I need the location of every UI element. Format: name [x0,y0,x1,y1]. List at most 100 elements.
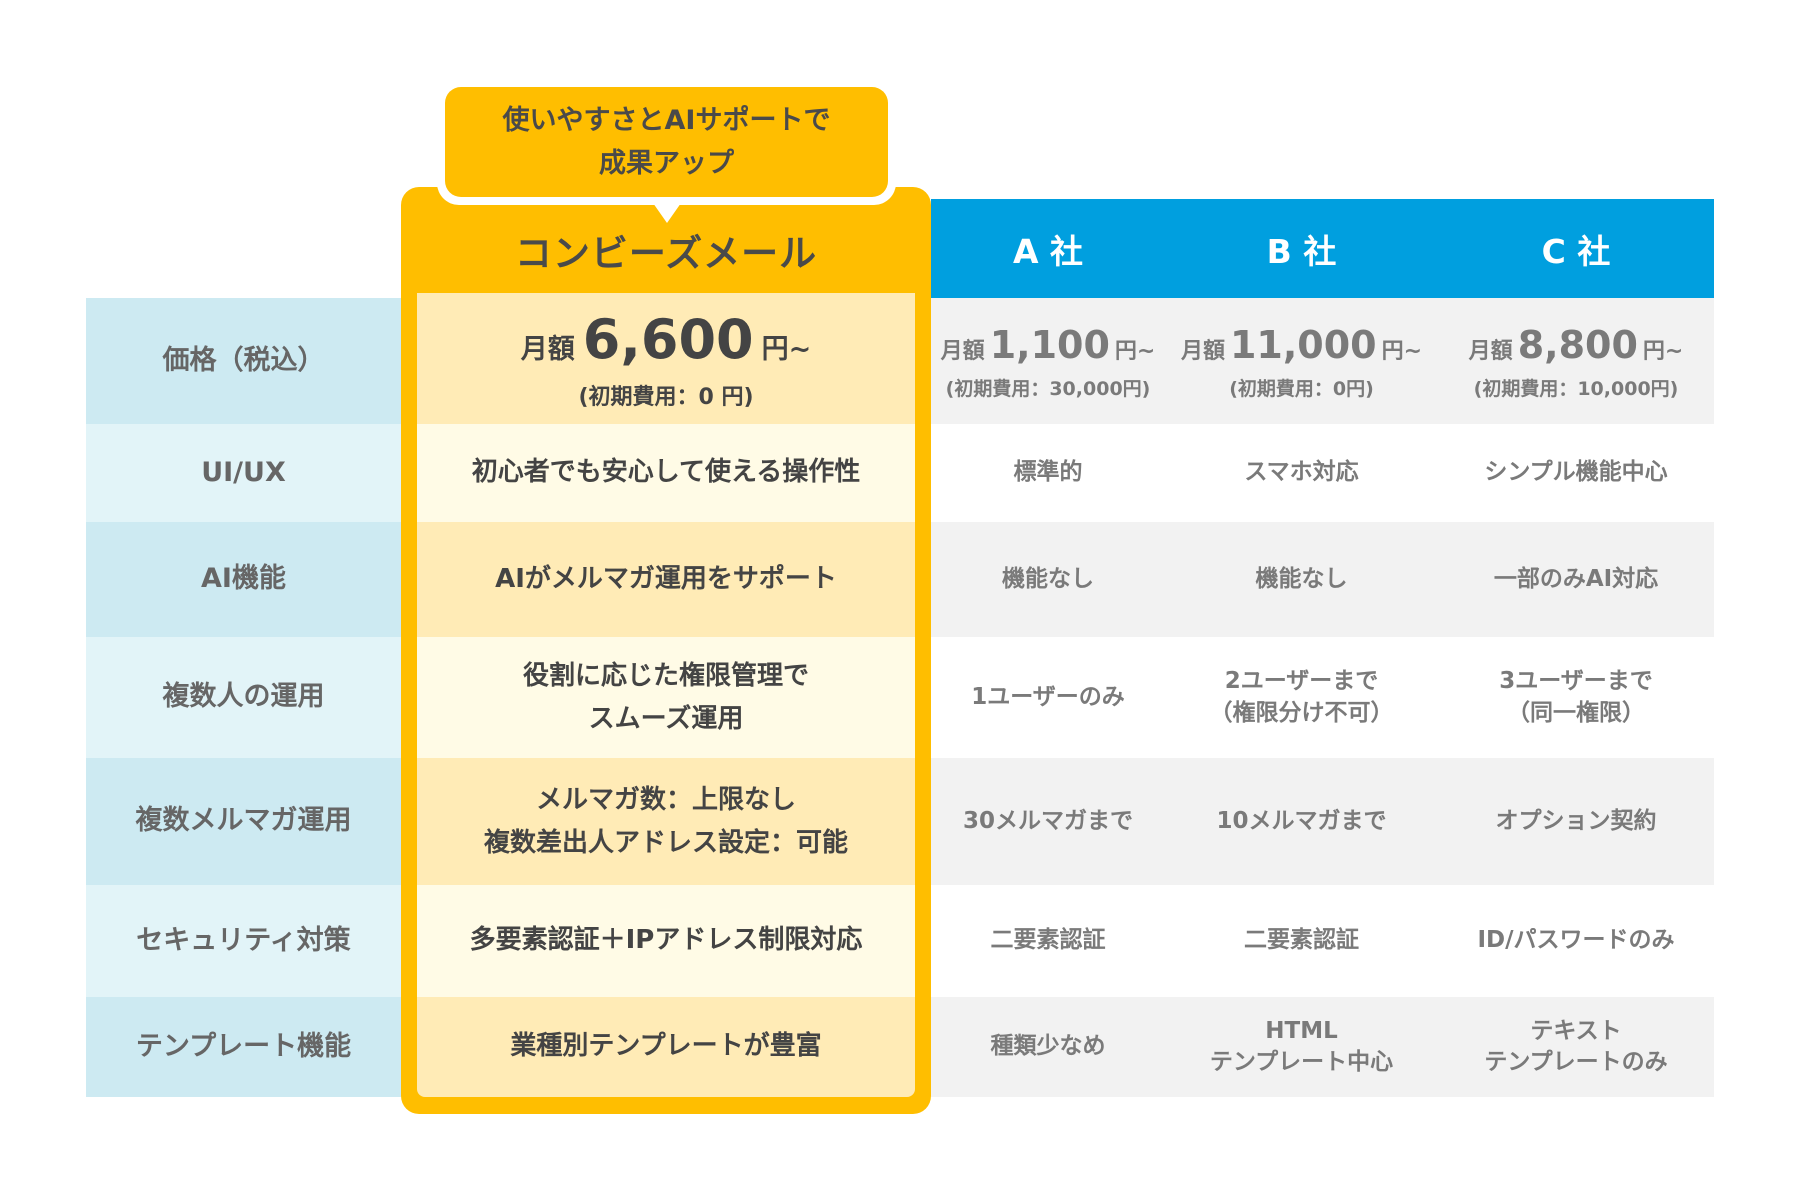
row-label-multi-magazine: 複数メルマガ運用 [86,758,401,885]
cell-text: 2ユーザーまで [1224,668,1379,695]
featured-uiux: 初心者でも安心して使える操作性 [417,424,915,522]
cell-text: スマホ対応 [1244,459,1359,486]
row-label-uiux: UI/UX [86,424,401,522]
price-amount: 1,100 [989,322,1110,367]
initial-fee: (初期費用：30,000円) [945,377,1151,400]
cell-text: ID/パスワードのみ [1477,927,1675,954]
cell-text: AIがメルマガ運用をサポート [495,563,837,594]
cell-text: メルマガ数：上限なし [535,784,796,815]
initial-fee: (初期費用：0円) [1229,377,1374,400]
competitor-b-ai: 機能なし [1165,522,1438,637]
cell-text: （権限分け不可） [1209,699,1394,726]
featured-security: 多要素認証＋IPアドレス制限対応 [417,885,915,997]
cell-text: テキスト [1530,1017,1622,1044]
competitor-c-multi-user: 3ユーザーまで （同一権限） [1438,637,1714,758]
competitor-c-template: テキストテンプレートのみ [1438,997,1714,1097]
competitor-name: C 社 [1541,231,1611,271]
row-label-text: 価格（税込） [162,344,325,376]
cell-text: 1ユーザーのみ [971,683,1125,710]
row-label-security: セキュリティ対策 [86,885,401,997]
cell-text: テンプレートのみ [1484,1049,1668,1075]
initial-fee: (初期費用：10,000円) [1473,377,1679,400]
cell-text: 多要素認証＋IPアドレス制限対応 [469,925,863,956]
price-amount: 8,800 [1517,322,1638,367]
competitor-a-security: 二要素認証 [931,885,1165,997]
cell-text: テンプレート中心 [1209,1049,1394,1075]
competitor-a-header: A 社 [931,199,1165,298]
row-label-ai: AI機能 [86,522,401,637]
cell-text: 一部のみAI対応 [1493,565,1659,592]
featured-multi-magazine: メルマガ数：上限なし複数差出人アドレス設定：可能 [417,758,915,885]
competitor-c-header: C 社 [1438,199,1714,298]
competitor-a-ai: 機能なし [931,522,1165,637]
competitor-header-bar [931,199,1714,298]
cell-text: 機能なし [1255,565,1348,592]
bubble-pointer-icon [653,203,681,223]
featured-product-name: コンビーズメール [401,215,931,285]
competitor-c-uiux: シンプル機能中心 [1438,424,1714,522]
featured-name-text: コンビーズメール [514,232,818,275]
competitor-a-uiux: 標準的 [931,424,1165,522]
cell-text: 機能なし [1002,565,1094,592]
competitor-a-multi-magazine: 30メルマガまで [931,758,1165,885]
bubble-text-line1: 使いやすさとAIサポートで [502,104,831,136]
competitor-name: A 社 [1012,231,1084,271]
cell-text: スムーズ運用 [588,703,744,734]
cell-text: 10メルマガまで [1216,807,1387,834]
competitor-b-template: HTML テンプレート中心 [1165,997,1438,1097]
highlight-bubble: 使いやすさとAIサポートで 成果アップ [445,87,888,197]
row-label-text: 複数メルマガ運用 [135,805,352,837]
cell-text: オプション契約 [1495,807,1657,834]
initial-fee: (初期費用：0 円) [578,385,754,411]
competitor-a-multi-user: 1ユーザーのみ [931,637,1165,758]
competitor-c-multi-magazine: オプション契約 [1438,758,1714,885]
row-label-text: セキュリティ対策 [136,924,351,956]
cell-text: （同一権限） [1507,699,1645,726]
cell-text: 標準的 [1013,459,1083,486]
competitor-b-multi-magazine: 10メルマガまで [1165,758,1438,885]
row-label-multi-user: 複数人の運用 [86,637,401,758]
cell-text: 役割に応じた権限管理で [522,660,809,691]
row-label-text: 複数人の運用 [162,681,325,713]
cell-text: HTML [1265,1017,1338,1044]
competitor-c-ai: 一部のみAI対応 [1438,522,1714,637]
featured-multi-user: 役割に応じた権限管理でスムーズ運用 [417,637,915,758]
competitor-a-template: 種類少なめ [931,997,1165,1097]
price-prefix: 月額 [1468,338,1513,364]
row-label-text: UI/UX [201,456,286,488]
price-prefix: 月額 [520,334,575,366]
price-prefix: 月額 [940,338,985,364]
cell-text: 業種別テンプレートが豊富 [510,1031,822,1062]
competitor-c-security: ID/パスワードのみ [1438,885,1714,997]
cell-text: 複数差出人アドレス設定：可能 [483,827,848,858]
row-label-template: テンプレート機能 [86,997,401,1097]
price-amount: 11,000 [1229,322,1377,367]
cell-text: 30メルマガまで [962,807,1133,834]
price-suffix: 円~ [1381,338,1423,364]
price-suffix: 円~ [761,334,812,366]
cell-text: 3ユーザーまで [1499,668,1653,695]
cell-text: 二要素認証 [990,927,1106,954]
cell-text: 二要素認証 [1244,927,1359,954]
cell-text: シンプル機能中心 [1484,459,1668,486]
price-suffix: 円~ [1114,338,1156,364]
competitor-name: B 社 [1266,231,1337,271]
competitor-b-security: 二要素認証 [1165,885,1438,997]
cell-text: 種類少なめ [990,1033,1106,1060]
competitor-b-uiux: スマホ対応 [1165,424,1438,522]
cell-text: 初心者でも安心して使える操作性 [471,457,861,488]
price-amount: 6,600 [582,308,754,372]
row-label-price: 価格（税込） [86,298,401,424]
bubble-text-line2: 成果アップ [599,148,734,179]
price-suffix: 円~ [1642,338,1684,364]
featured-template: 業種別テンプレートが豊富 [417,997,915,1097]
competitor-b-multi-user: 2ユーザーまで （権限分け不可） [1165,637,1438,758]
row-label-text: テンプレート機能 [135,1030,352,1062]
price-prefix: 月額 [1180,338,1225,364]
competitor-b-header: B 社 [1165,199,1438,298]
row-label-text: AI機能 [201,563,286,595]
